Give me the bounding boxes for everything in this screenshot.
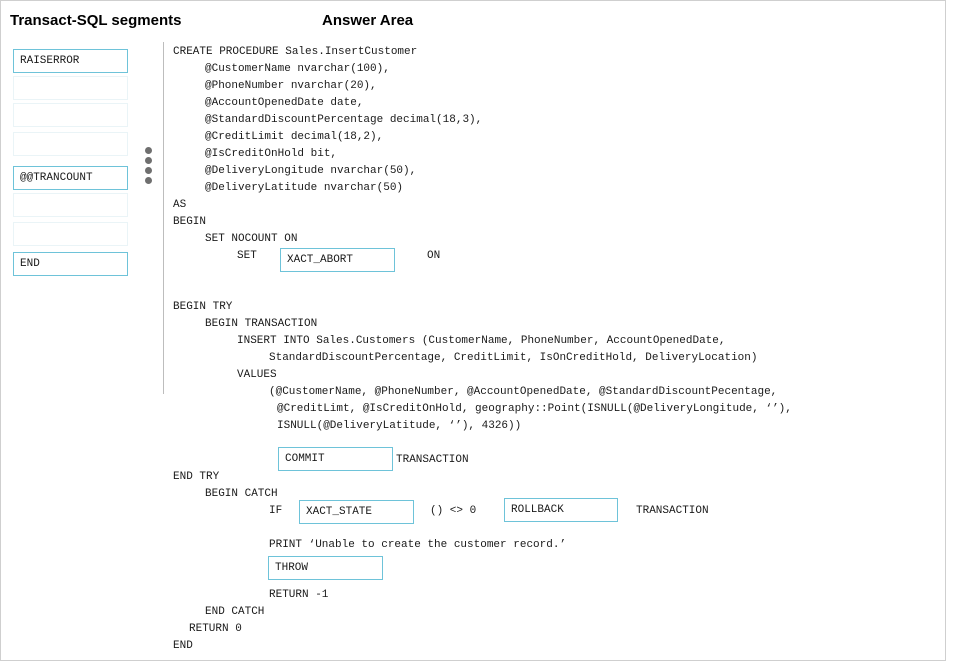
- segment-empty-slot[interactable]: [13, 193, 128, 217]
- code-line: BEGIN TRY: [173, 301, 233, 313]
- code-line: END CATCH: [205, 606, 265, 618]
- answer-box-label: XACT_ABORT: [287, 254, 354, 266]
- code-line: (@CustomerName, @PhoneNumber, @AccountOp…: [269, 386, 778, 398]
- code-line: () <> 0: [430, 505, 477, 517]
- answer-box-label: THROW: [275, 562, 309, 574]
- segment-trancount[interactable]: @@TRANCOUNT: [13, 166, 128, 190]
- code-line: BEGIN TRANSACTION: [205, 318, 318, 330]
- code-line: INSERT INTO Sales.Customers (CustomerNam…: [237, 335, 726, 347]
- segments-heading: Transact-SQL segments: [10, 12, 182, 29]
- answer-box-commit[interactable]: COMMIT: [278, 447, 393, 471]
- answer-box-throw[interactable]: THROW: [268, 556, 383, 580]
- code-line: AS: [173, 199, 187, 211]
- code-line: CREATE PROCEDURE Sales.InsertCustomer: [173, 46, 418, 58]
- segment-empty-slot[interactable]: [13, 76, 128, 100]
- panel-divider: [163, 42, 164, 394]
- dot: [145, 147, 152, 154]
- answer-box-rollback[interactable]: ROLLBACK: [504, 498, 618, 522]
- code-line: @CreditLimit decimal(18,2),: [205, 131, 384, 143]
- code-line: BEGIN: [173, 216, 207, 228]
- code-line: @DeliveryLongitude nvarchar(50),: [205, 165, 417, 177]
- code-line: ISNULL(@DeliveryLatitude, ‘’), 4326)): [277, 420, 522, 432]
- segment-empty-slot[interactable]: [13, 132, 128, 156]
- answer-box-xact-abort[interactable]: XACT_ABORT: [280, 248, 395, 272]
- segment-label: END: [20, 258, 40, 270]
- code-line: SET: [237, 250, 257, 262]
- answer-box-label: XACT_STATE: [306, 506, 373, 518]
- code-line: RETURN -1: [269, 589, 329, 601]
- code-line: StandardDiscountPercentage, CreditLimit,…: [269, 352, 758, 364]
- code-line: TRANSACTION: [396, 454, 469, 466]
- code-line: IF: [269, 505, 283, 517]
- segment-empty-slot[interactable]: [13, 222, 128, 246]
- code-line: PRINT ‘Unable to create the customer rec…: [269, 539, 567, 551]
- code-line: @CustomerName nvarchar(100),: [205, 63, 390, 75]
- code-line: ON: [427, 250, 441, 262]
- segment-end[interactable]: END: [13, 252, 128, 276]
- code-line: @StandardDiscountPercentage decimal(18,3…: [205, 114, 483, 126]
- answer-box-xact-state[interactable]: XACT_STATE: [299, 500, 414, 524]
- drag-handle-icon[interactable]: [145, 147, 153, 187]
- segment-label: @@TRANCOUNT: [20, 172, 93, 184]
- dot: [145, 157, 152, 164]
- answer-area-heading: Answer Area: [322, 12, 414, 29]
- segment-raiserror[interactable]: RAISERROR: [13, 49, 128, 73]
- code-line: SET NOCOUNT ON: [205, 233, 298, 245]
- code-line: @IsCreditOnHold bit,: [205, 148, 338, 160]
- answer-box-label: ROLLBACK: [511, 504, 564, 516]
- dot: [145, 177, 152, 184]
- dot: [145, 167, 152, 174]
- code-line: @CreditLimt, @IsCreditOnHold, geography:…: [277, 403, 792, 415]
- code-line: END: [173, 640, 193, 652]
- code-line: END TRY: [173, 471, 220, 483]
- segment-label: RAISERROR: [20, 55, 80, 67]
- code-line: RETURN 0: [189, 623, 242, 635]
- answer-box-label: COMMIT: [285, 453, 325, 465]
- code-line: @PhoneNumber nvarchar(20),: [205, 80, 377, 92]
- code-line: BEGIN CATCH: [205, 488, 278, 500]
- code-line: @AccountOpenedDate date,: [205, 97, 364, 109]
- code-line: VALUES: [237, 369, 277, 381]
- segment-empty-slot[interactable]: [13, 103, 128, 127]
- code-line: @DeliveryLatitude nvarchar(50): [205, 182, 404, 194]
- code-line: TRANSACTION: [636, 505, 709, 517]
